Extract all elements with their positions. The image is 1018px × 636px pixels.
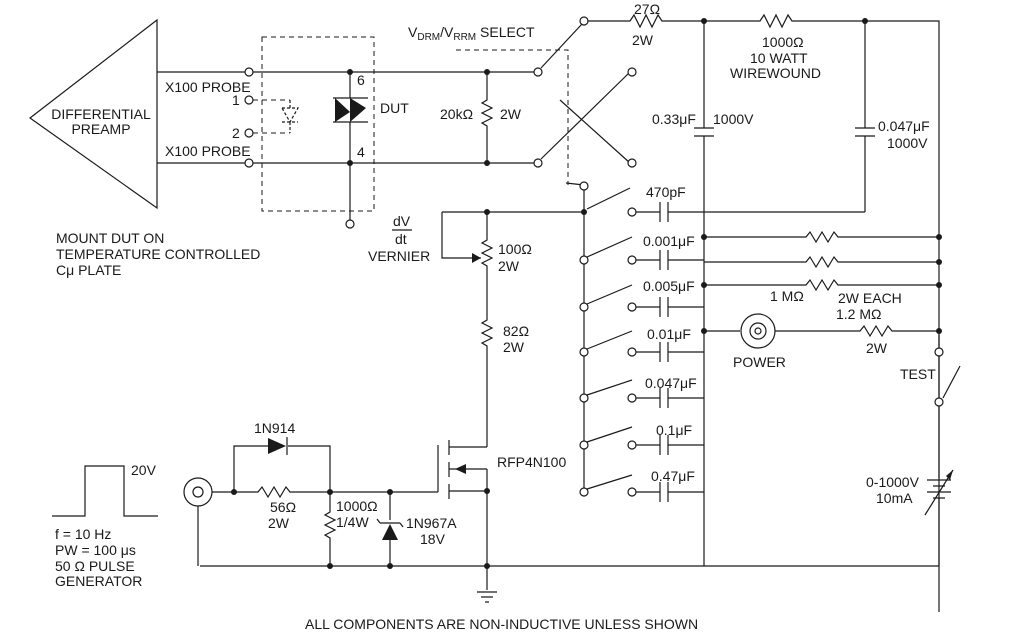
cap-ladder	[579, 187, 865, 502]
battery-supply-icon	[924, 469, 954, 516]
pulse-pw: PW = 100 μs	[55, 542, 136, 558]
preamp-label-line2: PREAMP	[71, 121, 130, 137]
zener-voltage: 18V	[420, 531, 446, 547]
cap-label-0001uf: 0.001μF	[643, 233, 695, 249]
r1m-value: 1 MΩ	[770, 288, 804, 304]
mosfet-label: RFP4N100	[497, 454, 566, 470]
r20k-rating: 2W	[500, 106, 522, 122]
r27-value: 27Ω	[634, 1, 660, 17]
c0047-value: 0.047μF	[878, 118, 930, 134]
r56-rating: 2W	[268, 515, 290, 531]
mount-note-line1: MOUNT DUT ON	[56, 230, 164, 246]
dut-pin-1: 1	[232, 92, 240, 108]
pulse-amplitude: 20V	[131, 462, 157, 478]
r1000ww-rating1: 10 WATT	[750, 50, 808, 66]
r100-rating: 2W	[498, 258, 520, 274]
supply-current: 10mA	[876, 490, 913, 506]
dut-triac-icon	[333, 72, 368, 163]
test-switch[interactable]	[934, 347, 961, 407]
mount-note-line2: TEMPERATURE CONTROLLED	[56, 246, 260, 262]
pulse-waveform-icon	[52, 465, 158, 517]
zener-diode-icon	[376, 518, 404, 540]
r100-value: 100Ω	[498, 241, 532, 257]
diode-1n914-icon	[268, 437, 288, 455]
r20k-value: 20kΩ	[440, 106, 473, 122]
r-each-note: 2W EACH	[838, 290, 902, 306]
probe-label-top: X100 PROBE	[165, 79, 251, 95]
pulse-gen2: GENERATOR	[55, 573, 142, 589]
supply-voltage: 0-1000V	[866, 474, 920, 490]
ground-icon	[477, 566, 497, 603]
r1000ww-value: 1000Ω	[762, 34, 804, 50]
dut-pin-4: 4	[357, 144, 365, 160]
diode-1n914-label: 1N914	[254, 420, 295, 436]
dut-label: DUT	[380, 100, 409, 116]
select-label: VDRM/VRRM SELECT	[408, 24, 535, 43]
probe-label-bottom: X100 PROBE	[165, 143, 251, 159]
test-label: TEST	[900, 366, 936, 382]
cap-label-047uf: 0.47μF	[651, 468, 695, 484]
r1000-value: 1000Ω	[336, 498, 378, 514]
mount-note-line3: Cμ PLATE	[56, 262, 121, 278]
dut-pin-2: 2	[232, 125, 240, 141]
preamp-label-line1: DIFFERENTIAL	[51, 106, 151, 122]
pulse-freq: f = 10 Hz	[55, 526, 111, 542]
zener-label: 1N967A	[406, 515, 457, 531]
cap-label-0047uf: 0.047μF	[645, 375, 697, 391]
cap-label-001uf: 0.01μF	[647, 326, 691, 342]
power-lamp-icon	[740, 313, 776, 349]
power-label: POWER	[733, 354, 786, 370]
cap-label-470pf: 470pF	[646, 184, 686, 200]
r1000ww-rating2: WIREWOUND	[730, 65, 821, 81]
opto-led-icon	[280, 100, 300, 133]
cap-label-0005uf: 0.005μF	[643, 278, 695, 294]
vernier-num: dV	[393, 213, 411, 229]
c033-rating: 1000V	[713, 111, 754, 127]
cap-label-01uf: 0.1μF	[656, 422, 692, 438]
mosfet-icon	[437, 440, 488, 566]
r82-value: 82Ω	[503, 323, 529, 339]
vernier-den: dt	[395, 231, 407, 247]
footer-note: ALL COMPONENTS ARE NON-INDUCTIVE UNLESS …	[305, 616, 698, 632]
dut-pin-6: 6	[357, 72, 365, 88]
r56-value: 56Ω	[270, 499, 296, 515]
r27-rating: 2W	[632, 32, 654, 48]
vdrm-vrrm-select-switch[interactable]	[533, 16, 637, 191]
c0047-rating: 1000V	[887, 135, 928, 151]
r1000-rating: 1/4W	[336, 514, 369, 530]
vernier-label: VERNIER	[368, 248, 430, 264]
r1m2-value: 1.2 MΩ	[836, 306, 881, 322]
pulse-gen1: 50 Ω PULSE	[55, 558, 135, 574]
c033-value: 0.33μF	[652, 111, 696, 127]
r1m2-rating: 2W	[866, 340, 888, 356]
differential-preamp: DIFFERENTIAL PREAMP	[28, 18, 158, 210]
r82-rating: 2W	[503, 339, 525, 355]
